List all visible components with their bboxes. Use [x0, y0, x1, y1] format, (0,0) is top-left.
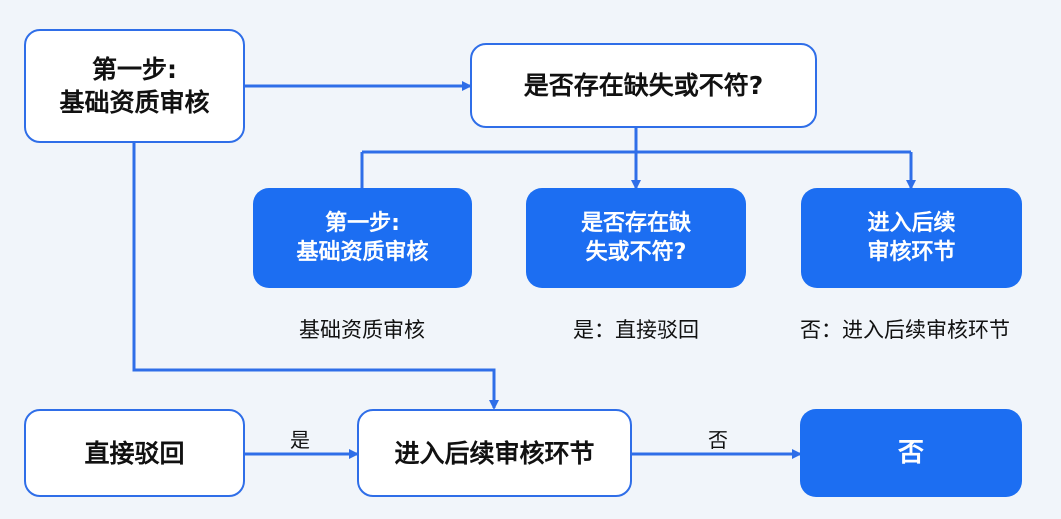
node-no: 否 — [800, 409, 1022, 497]
node-branch-2: 是否存在缺 失或不符? — [526, 188, 746, 288]
caption-branch-1: 基础资质审核 — [299, 318, 425, 342]
node-no-label: 否 — [897, 437, 924, 468]
node-next: 进入后续审核环节 — [357, 409, 632, 497]
node-branch-3-label: 进入后续 审核环节 — [867, 210, 956, 265]
node-reject-label: 直接驳回 — [84, 438, 185, 468]
node-branch-3: 进入后续 审核环节 — [801, 188, 1022, 288]
node-next-label: 进入后续审核环节 — [394, 438, 595, 468]
node-branch-2-label: 是否存在缺 失或不符? — [580, 210, 691, 265]
node-branch-1-label: 第一步: 基础资质审核 — [296, 210, 429, 265]
caption-branch-3: 否：进入后续审核环节 — [800, 318, 1010, 342]
edge-label-yes: 是 — [290, 428, 310, 452]
arrow-start-to-next — [132, 143, 499, 410]
node-reject: 直接驳回 — [24, 409, 245, 497]
caption-branch-2: 是：直接驳回 — [573, 318, 699, 342]
node-start: 第一步: 基础资质审核 — [24, 29, 245, 143]
node-start-label: 第一步: 基础资质审核 — [59, 55, 210, 117]
node-question: 是否存在缺失或不符? — [470, 43, 817, 128]
node-question-label: 是否存在缺失或不符? — [523, 71, 764, 100]
node-branch-1: 第一步: 基础资质审核 — [253, 188, 472, 288]
edge-label-no: 否 — [708, 428, 728, 452]
